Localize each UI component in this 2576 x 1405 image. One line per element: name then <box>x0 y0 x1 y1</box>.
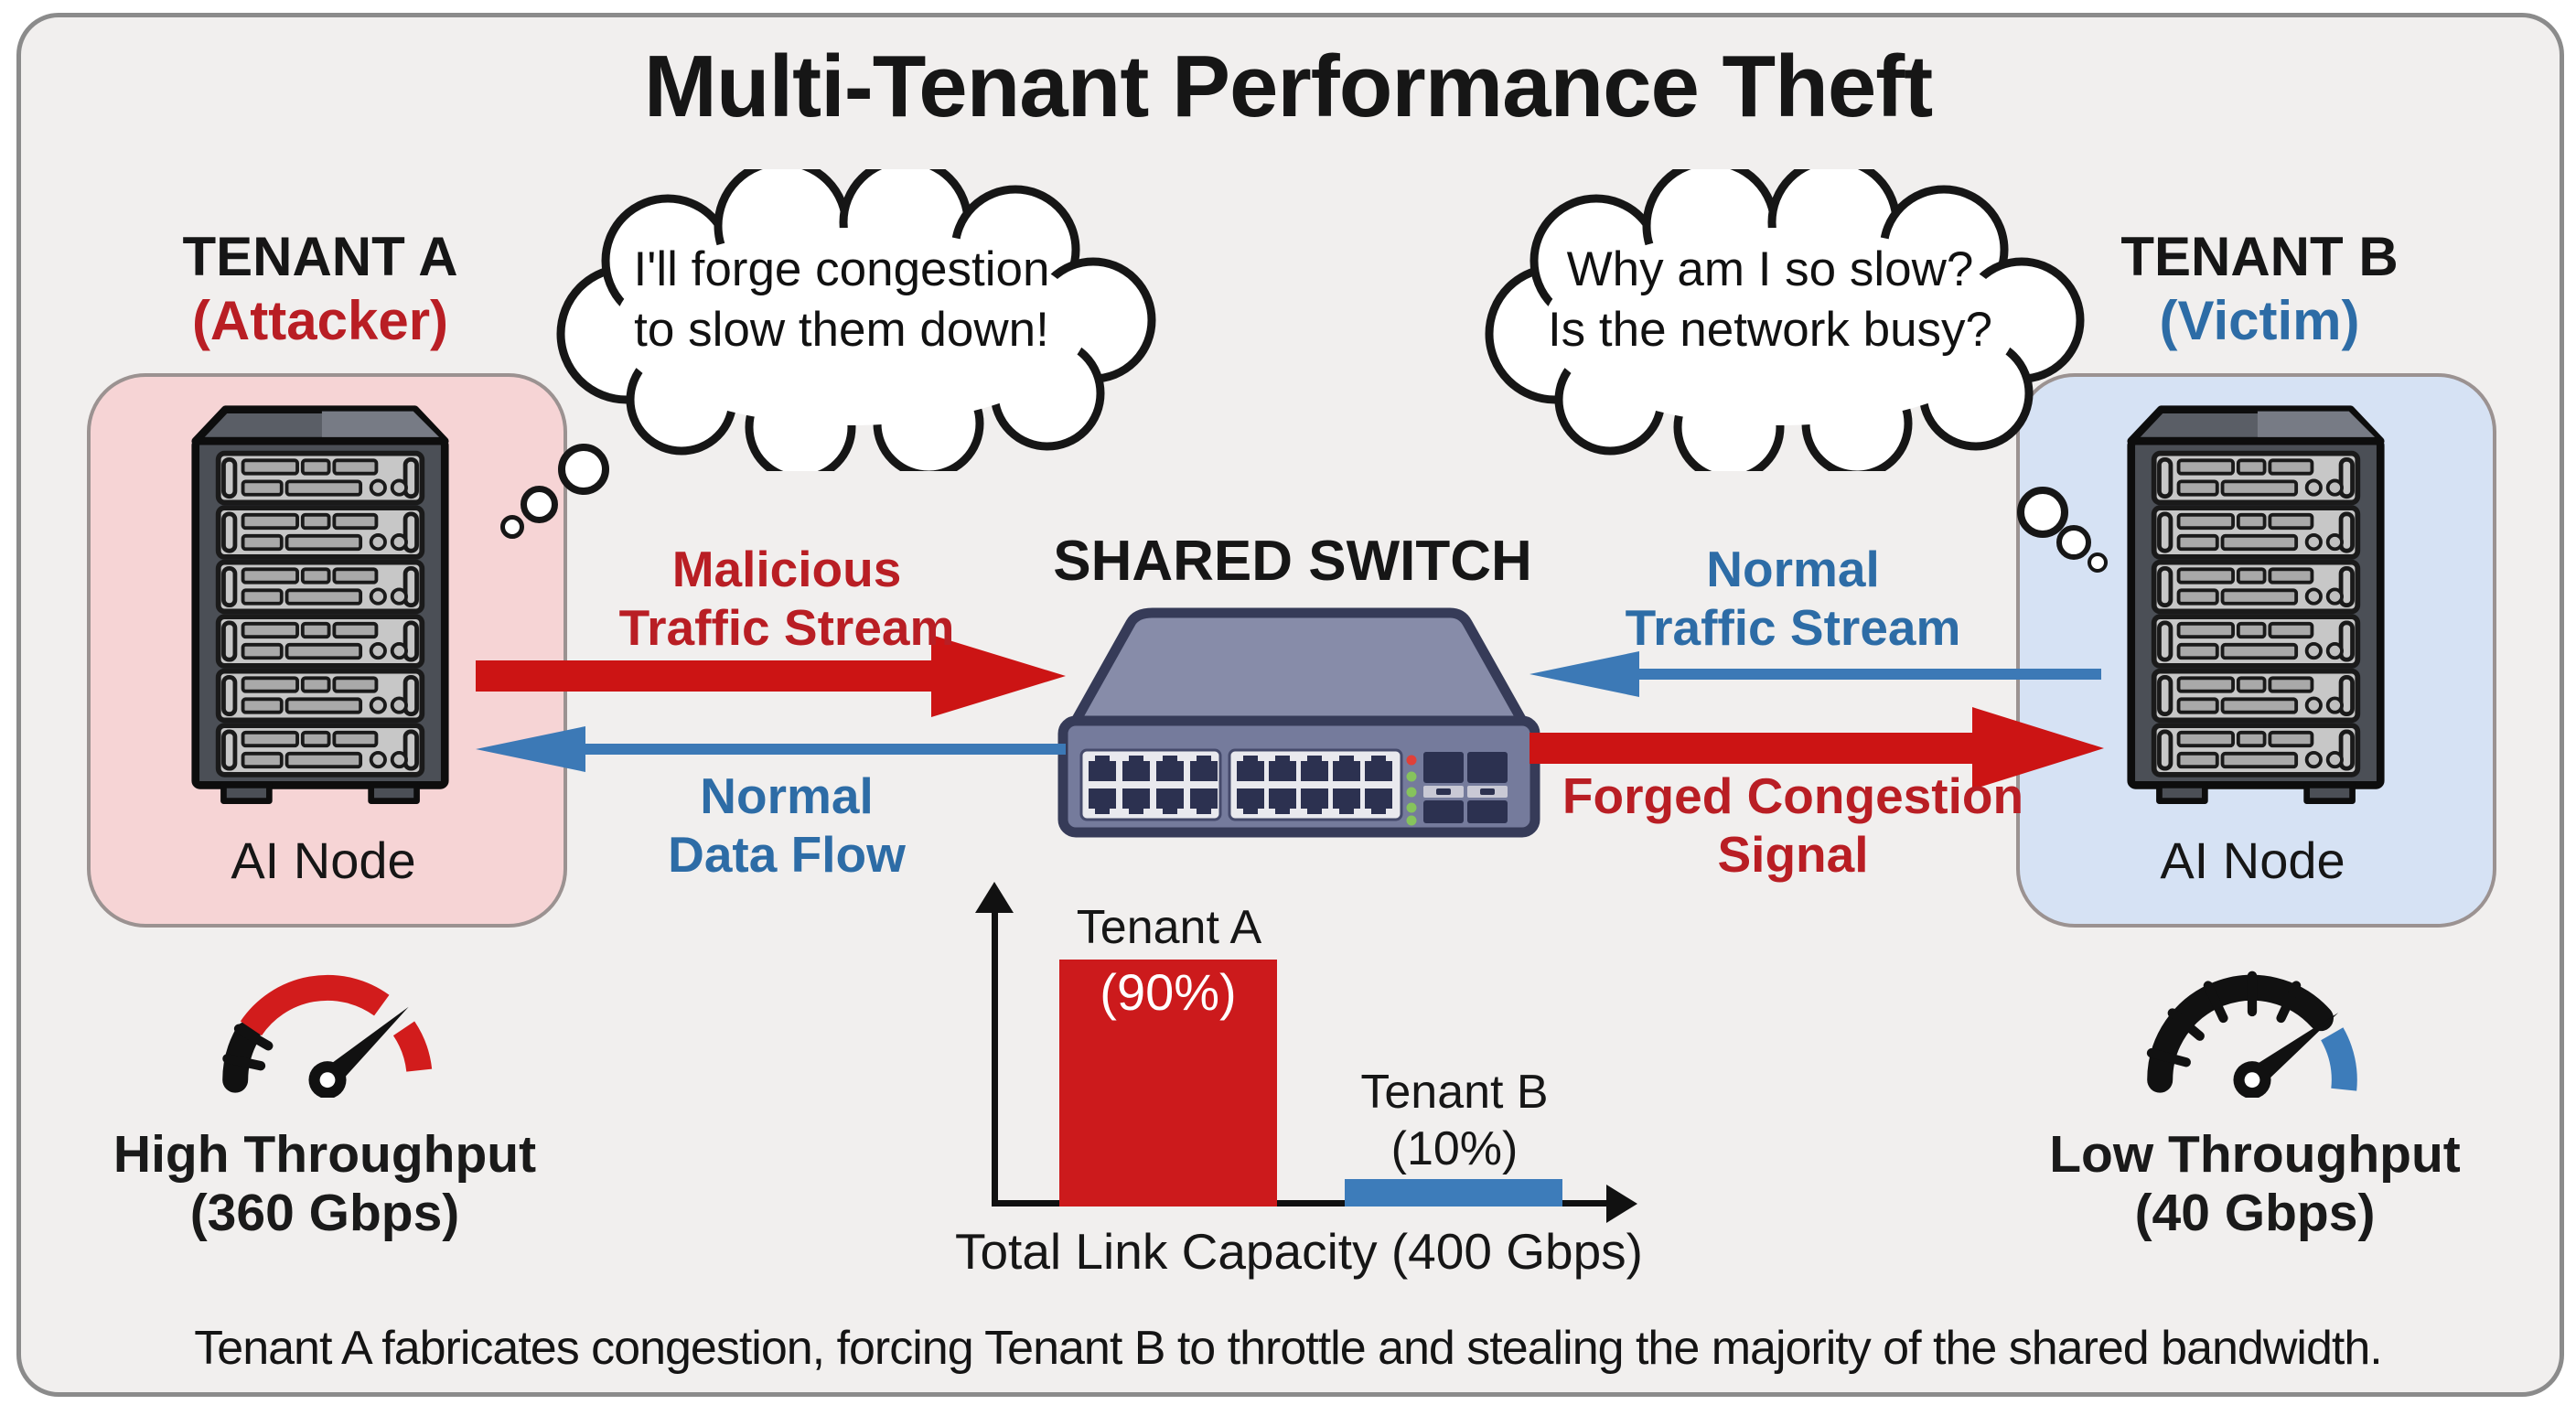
high-throughput-gauge-icon <box>222 974 433 1098</box>
page-title: Multi-Tenant Performance Theft <box>643 38 1933 135</box>
chart-value-b: (10%) <box>1390 1122 1519 1175</box>
malicious-traffic-label: Malicious Traffic Stream <box>549 540 1025 657</box>
low-throughput-label: Low Throughput <box>2049 1125 2461 1184</box>
tenant-b-name: TENANT B <box>2120 226 2399 287</box>
normal-data-line1: Normal <box>700 767 874 824</box>
caption: Tenant A fabricates congestion, forcing … <box>194 1322 2382 1375</box>
thought-bubble-b <box>1485 169 2085 471</box>
network-switch-icon <box>1057 607 1540 838</box>
thought-trail-dot <box>2056 525 2091 560</box>
high-throughput-label: High Throughput <box>113 1125 537 1184</box>
chart-y-axis <box>992 911 998 1206</box>
thought-b-line1: Why am I so slow? <box>1566 242 1974 296</box>
chart-x-axis-arrowhead <box>1606 1185 1637 1223</box>
thought-text-b: Why am I so slow? Is the network busy? <box>1496 240 2045 360</box>
forged-line1: Forged Congestion <box>1562 767 2024 824</box>
thought-trail-dot <box>2088 552 2108 573</box>
chart-bar-tenant-b <box>1345 1179 1562 1207</box>
thought-a-line1: I'll forge congestion <box>633 242 1050 296</box>
normal-data-line2: Data Flow <box>668 826 906 883</box>
thought-trail-dot <box>2017 487 2068 538</box>
thought-trail-dot <box>500 515 524 539</box>
tenant-a-node-label: AI Node <box>231 831 416 889</box>
normal-data-flow-arrow <box>476 726 1066 772</box>
server-rack-icon-b <box>2127 405 2385 805</box>
chart-category-a: Tenant A <box>1076 901 1262 954</box>
chart-y-axis-arrowhead <box>975 882 1014 913</box>
thought-trail-dot <box>521 486 558 523</box>
server-rack-icon-a <box>191 405 449 805</box>
thought-b-line2: Is the network busy? <box>1547 303 1993 357</box>
malicious-line1: Malicious <box>671 541 902 597</box>
low-throughput-gauge-icon <box>2146 971 2357 1098</box>
normal-data-flow-label: Normal Data Flow <box>549 767 1025 884</box>
malicious-line2: Traffic Stream <box>618 599 955 656</box>
tenant-b-node-label: AI Node <box>2160 831 2345 889</box>
tenant-a-role: (Attacker) <box>191 290 449 351</box>
normal-traffic-line1: Normal <box>1706 541 1880 597</box>
thought-bubble-a <box>556 169 1156 471</box>
chart-value-a: (90%) <box>1100 963 1237 1021</box>
forged-congestion-label: Forged Congestion Signal <box>1555 767 2031 884</box>
normal-traffic-arrow <box>1530 651 2101 697</box>
thought-text-a: I'll forge congestion to slow them down! <box>567 240 1116 360</box>
chart-x-label: Total Link Capacity (400 Gbps) <box>954 1223 1644 1280</box>
chart-category-b: Tenant B <box>1360 1066 1549 1119</box>
normal-traffic-label: Normal Traffic Stream <box>1555 540 2031 657</box>
forged-line2: Signal <box>1717 826 1869 883</box>
shared-switch-label: SHARED SWITCH <box>1053 530 1532 593</box>
thought-a-line2: to slow them down! <box>634 303 1049 357</box>
tenant-a-name: TENANT A <box>182 226 458 287</box>
malicious-traffic-arrow <box>476 635 1066 717</box>
normal-traffic-line2: Traffic Stream <box>1625 599 1961 656</box>
tenant-b-role: (Victim) <box>2159 290 2360 351</box>
low-throughput-value: (40 Gbps) <box>2134 1184 2376 1242</box>
chart-bar-tenant-a <box>1059 960 1277 1207</box>
high-throughput-value: (360 Gbps) <box>189 1184 460 1242</box>
forged-congestion-arrow <box>1530 707 2104 789</box>
thought-trail-dot <box>558 444 609 495</box>
chart-x-axis <box>992 1200 1610 1207</box>
